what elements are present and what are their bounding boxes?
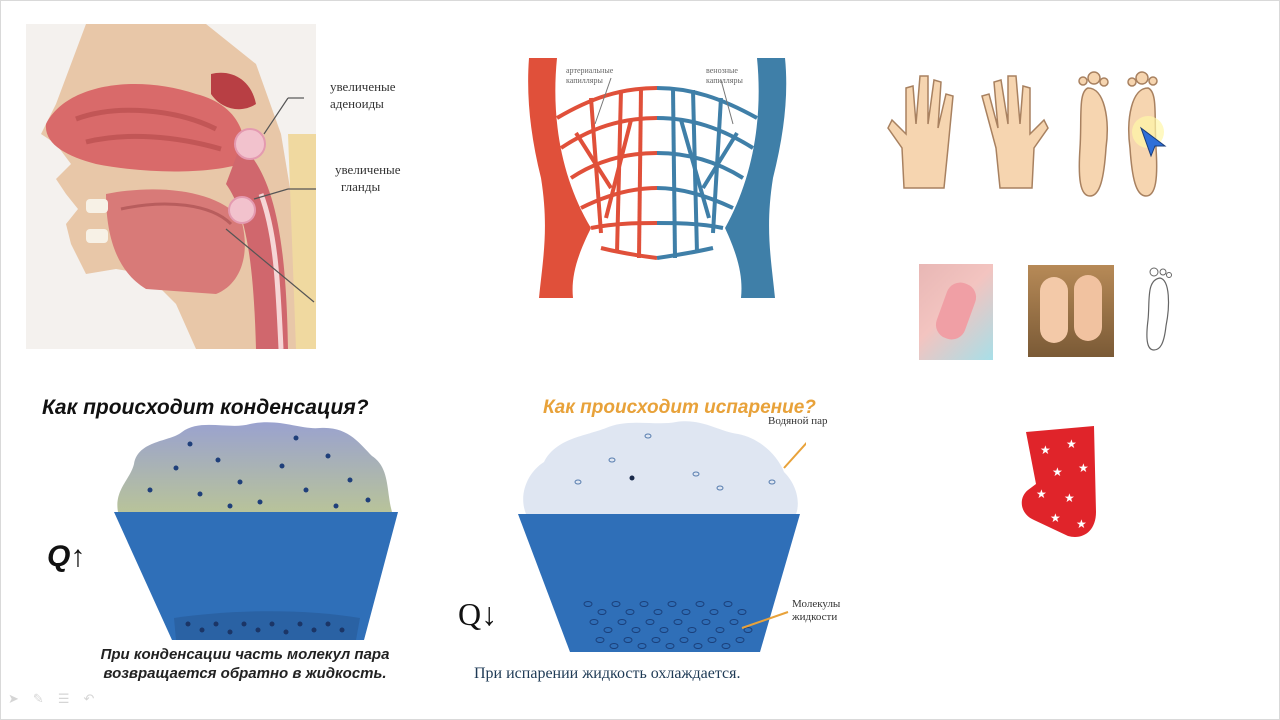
foot-outline-icon (1146, 267, 1172, 351)
label-glands-line1: увеличеные (335, 162, 401, 177)
evaporation-caption: При испарении жидкость охлаждается. (474, 665, 741, 682)
baby-foot-right (1074, 275, 1102, 341)
foot-photo-2 (1028, 265, 1114, 357)
svg-text:★: ★ (1066, 437, 1077, 451)
liquid-molecules-line1: Молекулы (792, 598, 841, 610)
undo-icon[interactable]: ↶ (83, 692, 95, 707)
red-sock-illustration: ★ ★ ★ ★ ★ ★ ★ ★ (1021, 426, 1096, 537)
baby-foot-left (1040, 277, 1068, 343)
capillary-network-illustration (521, 58, 793, 298)
svg-text:★: ★ (1036, 487, 1047, 501)
label-arterial-capillaries: артериальные капилляры (566, 66, 613, 86)
pen-icon[interactable]: ✎ (32, 692, 44, 707)
cursor-icon[interactable]: ➤ (8, 692, 19, 707)
label-glands-line2: гланды (341, 179, 381, 194)
condensation-diagram (114, 422, 398, 640)
throat-anatomy-illustration (26, 24, 316, 350)
label-adenoids-line1: увеличеные (330, 79, 396, 94)
cursor-pointer-icon (1139, 126, 1167, 158)
presentation-toolbar[interactable]: ➤ ✎ ☰ ↶ (8, 692, 94, 707)
svg-text:★: ★ (1064, 491, 1075, 505)
evaporation-diagram (518, 421, 806, 652)
svg-text:★: ★ (1076, 517, 1087, 531)
svg-text:★: ★ (1078, 461, 1089, 475)
label-adenoids-line2: аденоиды (330, 96, 384, 111)
label-venous-line1: венозные (706, 66, 738, 75)
liquid-molecules-label: Молекулы жидкости (792, 598, 840, 624)
hands-and-feet-illustration (887, 71, 1164, 197)
evaporation-heading: Как происходит испарение? (543, 397, 816, 418)
foot-shape (931, 278, 981, 344)
water-vapor-label: Водяной пар (768, 415, 828, 427)
svg-text:★: ★ (1050, 511, 1061, 525)
label-venous-capillaries: венозные капилляры (706, 66, 743, 86)
label-venous-line2: капилляры (706, 76, 743, 85)
label-adenoids: увеличеные аденоиды (330, 78, 396, 112)
label-arterial-line2: капилляры (566, 76, 603, 85)
foot-photo-1 (919, 264, 993, 360)
condensation-caption: При конденсации часть молекул пара возвр… (100, 646, 390, 682)
label-glands: увеличеные гланды (335, 161, 401, 195)
liquid-molecules-line2: жидкости (792, 611, 838, 623)
svg-text:★: ★ (1052, 465, 1063, 479)
svg-text:★: ★ (1040, 443, 1051, 457)
heat-decrease-label: Q↓ (458, 596, 498, 632)
menu-icon[interactable]: ☰ (57, 692, 70, 707)
label-arterial-line1: артериальные (566, 66, 614, 75)
condensation-heading: Как происходит конденсация? (42, 396, 369, 419)
heat-increase-label: Q↑ (47, 540, 86, 573)
